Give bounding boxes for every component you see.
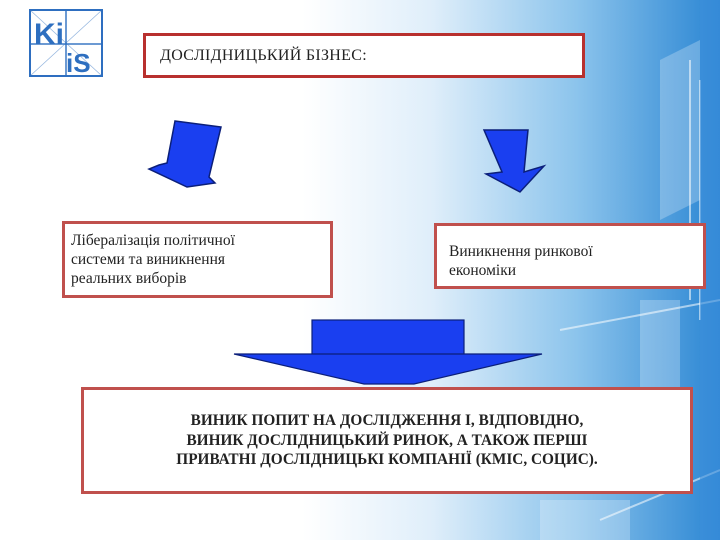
right-box-line: Виникнення ринкової xyxy=(449,243,593,260)
result-line: ВИНИК ДОСЛІДНИЦЬКИЙ РИНОК, А ТАКОЖ ПЕРШІ xyxy=(186,431,588,449)
page-title: ДОСЛІДНИЦЬКИЙ БІЗНЕС: xyxy=(160,46,367,64)
result-line: ПРИВАТНІ ДОСЛІДНИЦЬКІ КОМПАНІЇ (КМІС, СО… xyxy=(176,451,598,469)
kiis-logo: Ki iS xyxy=(29,9,103,78)
title-box: ДОСЛІДНИЦЬКИЙ БІЗНЕС: xyxy=(143,33,585,78)
result-box: ВИНИК ПОПИТ НА ДОСЛІДЖЕННЯ І, ВІДПОВІДНО… xyxy=(81,387,693,494)
right-down-arrow xyxy=(482,129,547,193)
center-down-arrow xyxy=(233,319,543,385)
logo-text-bottom: iS xyxy=(66,48,91,78)
left-box-line: Лібералізація політичної xyxy=(71,232,235,249)
left-down-arrow xyxy=(147,120,222,188)
logo-text-top: Ki xyxy=(34,18,64,51)
right-box-line: економіки xyxy=(449,261,517,279)
right-cause-box: Виникнення ринкової економіки xyxy=(434,223,706,289)
result-line: ВИНИК ПОПИТ НА ДОСЛІДЖЕННЯ І, ВІДПОВІДНО… xyxy=(190,411,584,429)
left-box-line: системи та виникнення xyxy=(71,250,226,268)
left-box-line: реальних виборів xyxy=(71,269,187,287)
left-cause-box: Лібералізація політичної системи та вини… xyxy=(62,221,333,298)
